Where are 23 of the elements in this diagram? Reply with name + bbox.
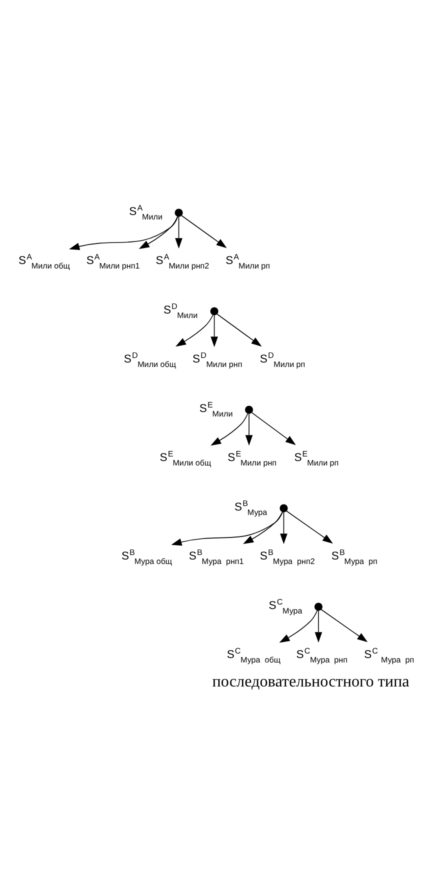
node-circle bbox=[174, 208, 183, 216]
arrow bbox=[320, 608, 368, 642]
arrow bbox=[280, 511, 288, 544]
arrow bbox=[216, 313, 262, 346]
arrow bbox=[181, 214, 227, 248]
node-circle bbox=[244, 405, 254, 414]
node-circle bbox=[314, 602, 322, 610]
caption: последовательностного типа bbox=[212, 673, 410, 690]
arrow bbox=[210, 412, 248, 446]
node-circle bbox=[210, 306, 218, 315]
arrow bbox=[279, 609, 318, 642]
arrow bbox=[245, 412, 253, 446]
arrow bbox=[138, 215, 178, 248]
arrow bbox=[210, 314, 218, 347]
arrow bbox=[69, 215, 178, 250]
arrow bbox=[243, 510, 283, 544]
arrow bbox=[175, 314, 214, 346]
arrow bbox=[171, 510, 284, 546]
arrow bbox=[175, 216, 182, 248]
arrow bbox=[314, 610, 322, 642]
node-circle bbox=[280, 504, 288, 512]
arrow bbox=[286, 510, 333, 544]
arrow bbox=[251, 412, 296, 445]
